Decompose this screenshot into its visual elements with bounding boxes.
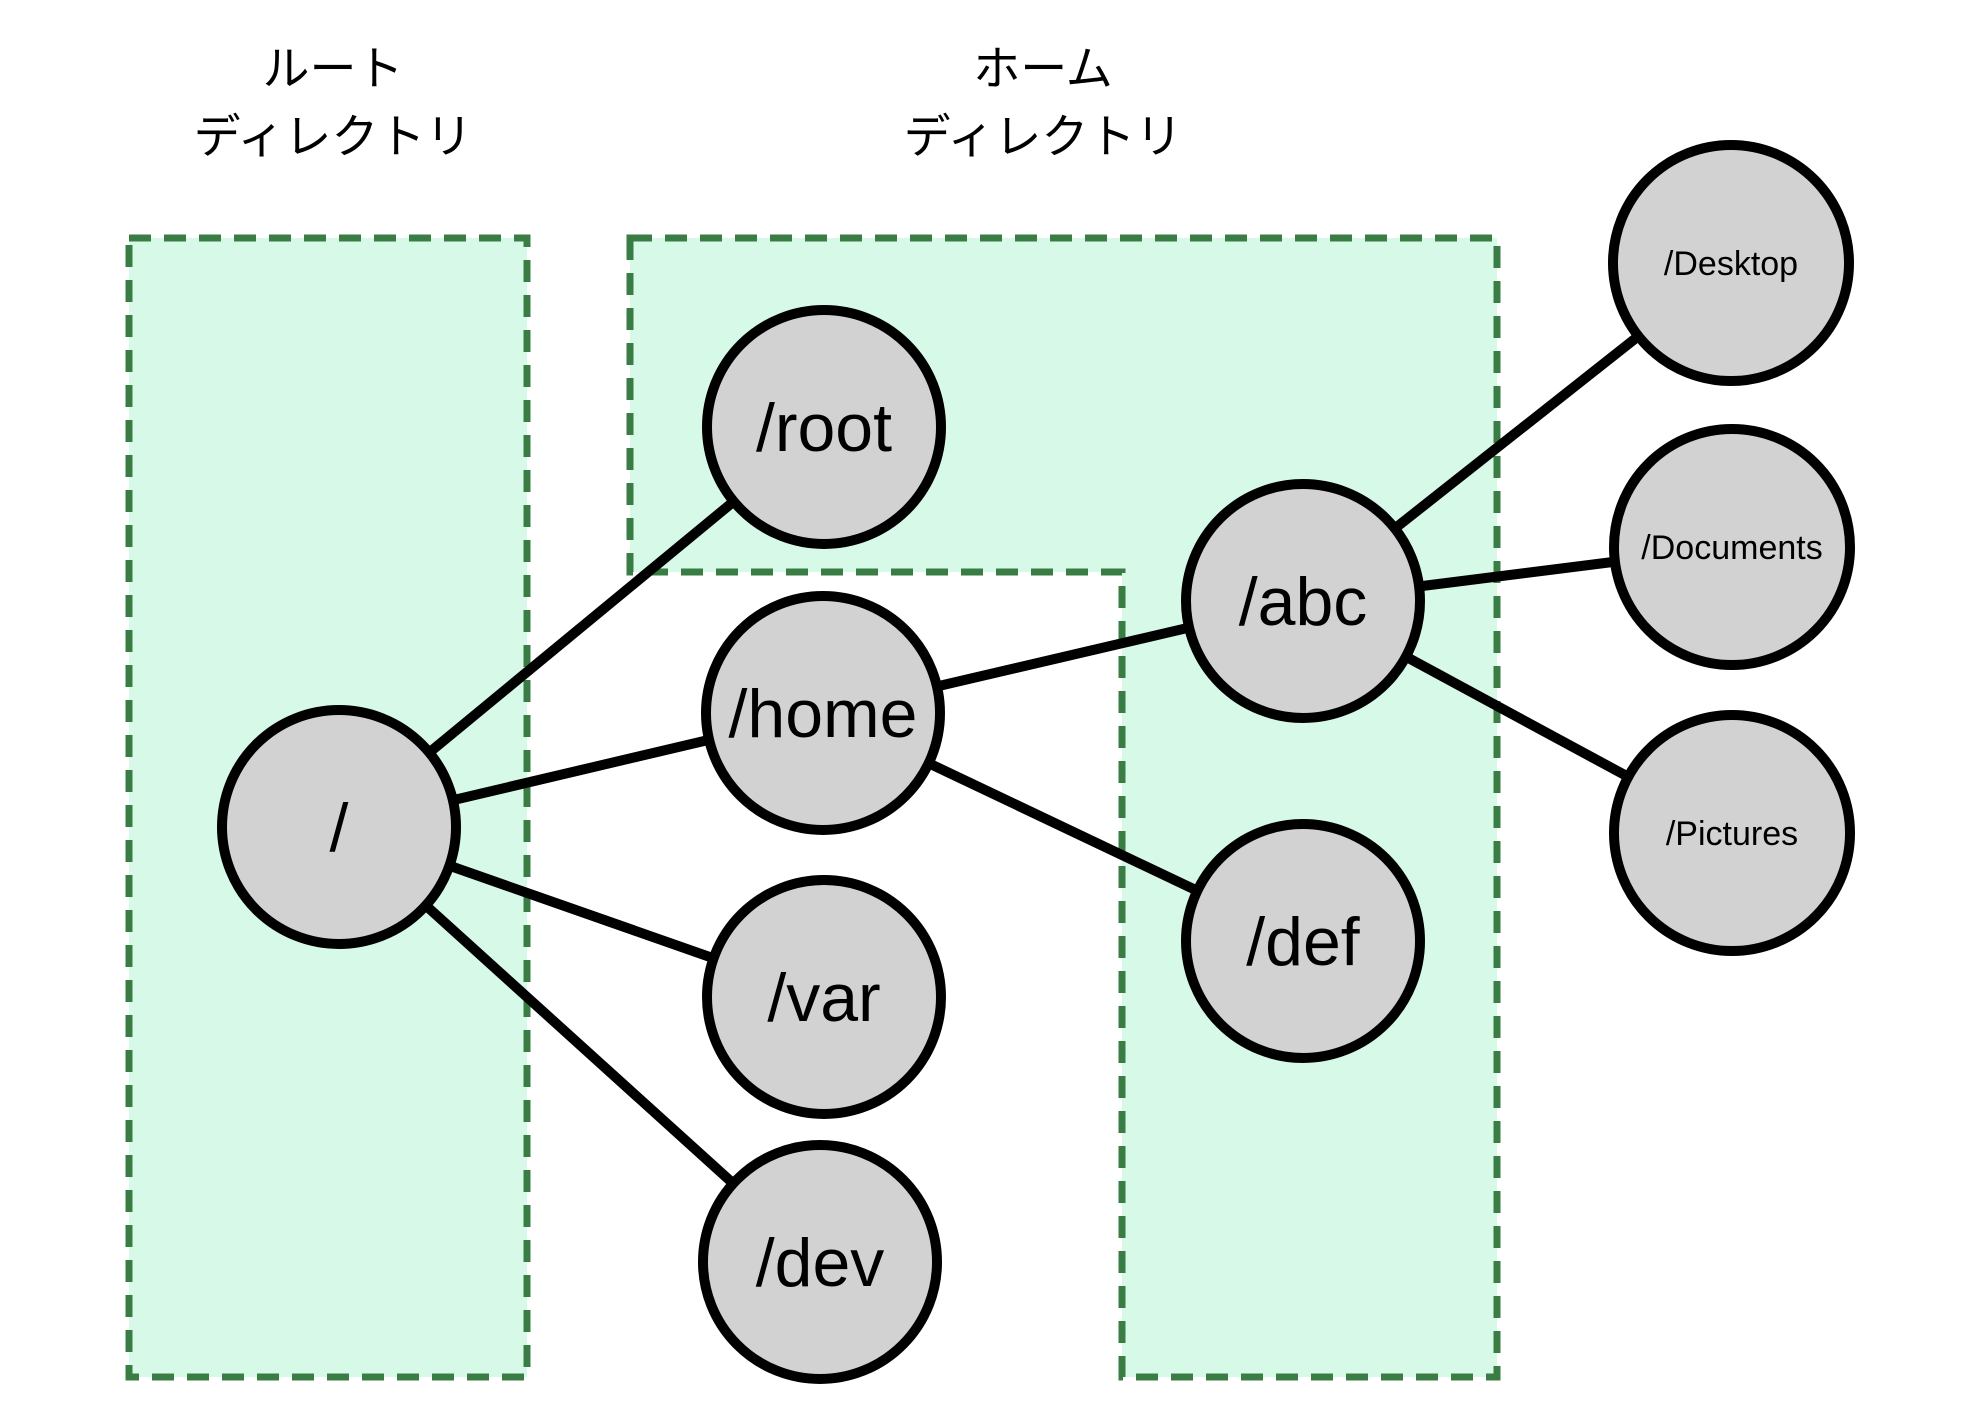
node-def-label: /def	[1246, 904, 1360, 980]
node-def-circle	[1181, 819, 1425, 1063]
node-slash: /	[217, 705, 461, 949]
node-var: /var	[702, 875, 946, 1119]
node-desktop-label: /Desktop	[1664, 245, 1798, 283]
node-desktop-circle	[1608, 140, 1854, 386]
node-slash-circle	[217, 705, 461, 949]
node-documents-circle	[1609, 424, 1855, 670]
node-slash-label: /	[330, 790, 349, 866]
node-var-circle	[702, 875, 946, 1119]
node-home: /home	[701, 591, 945, 835]
node-root-label: /root	[756, 390, 892, 466]
node-desktop: /Desktop	[1608, 140, 1854, 386]
node-root-circle	[702, 305, 946, 549]
node-documents-label: /Documents	[1641, 529, 1822, 567]
node-dev-circle	[698, 1140, 942, 1384]
node-home-label: /home	[729, 676, 918, 752]
node-pictures-circle	[1609, 710, 1855, 956]
node-documents: /Documents	[1609, 424, 1855, 670]
node-dev-label: /dev	[756, 1225, 885, 1301]
node-var-label: /var	[767, 960, 880, 1036]
node-root: /root	[702, 305, 946, 549]
node-home-circle	[701, 591, 945, 835]
root-directory-region-label-line-2: ディレクトリ	[194, 110, 473, 163]
node-abc-circle	[1181, 479, 1425, 723]
home-directory-region-label-line-1: ホーム	[973, 42, 1113, 95]
node-def: /def	[1181, 819, 1425, 1063]
root-directory-region-label-line-1: ルート	[263, 42, 404, 95]
node-abc: /abc	[1181, 479, 1425, 723]
node-dev: /dev	[698, 1140, 942, 1384]
node-pictures-label: /Pictures	[1666, 815, 1798, 853]
node-abc-label: /abc	[1239, 564, 1368, 640]
home-directory-region-label-line-2: ディレクトリ	[904, 110, 1183, 163]
node-pictures: /Pictures	[1609, 710, 1855, 956]
